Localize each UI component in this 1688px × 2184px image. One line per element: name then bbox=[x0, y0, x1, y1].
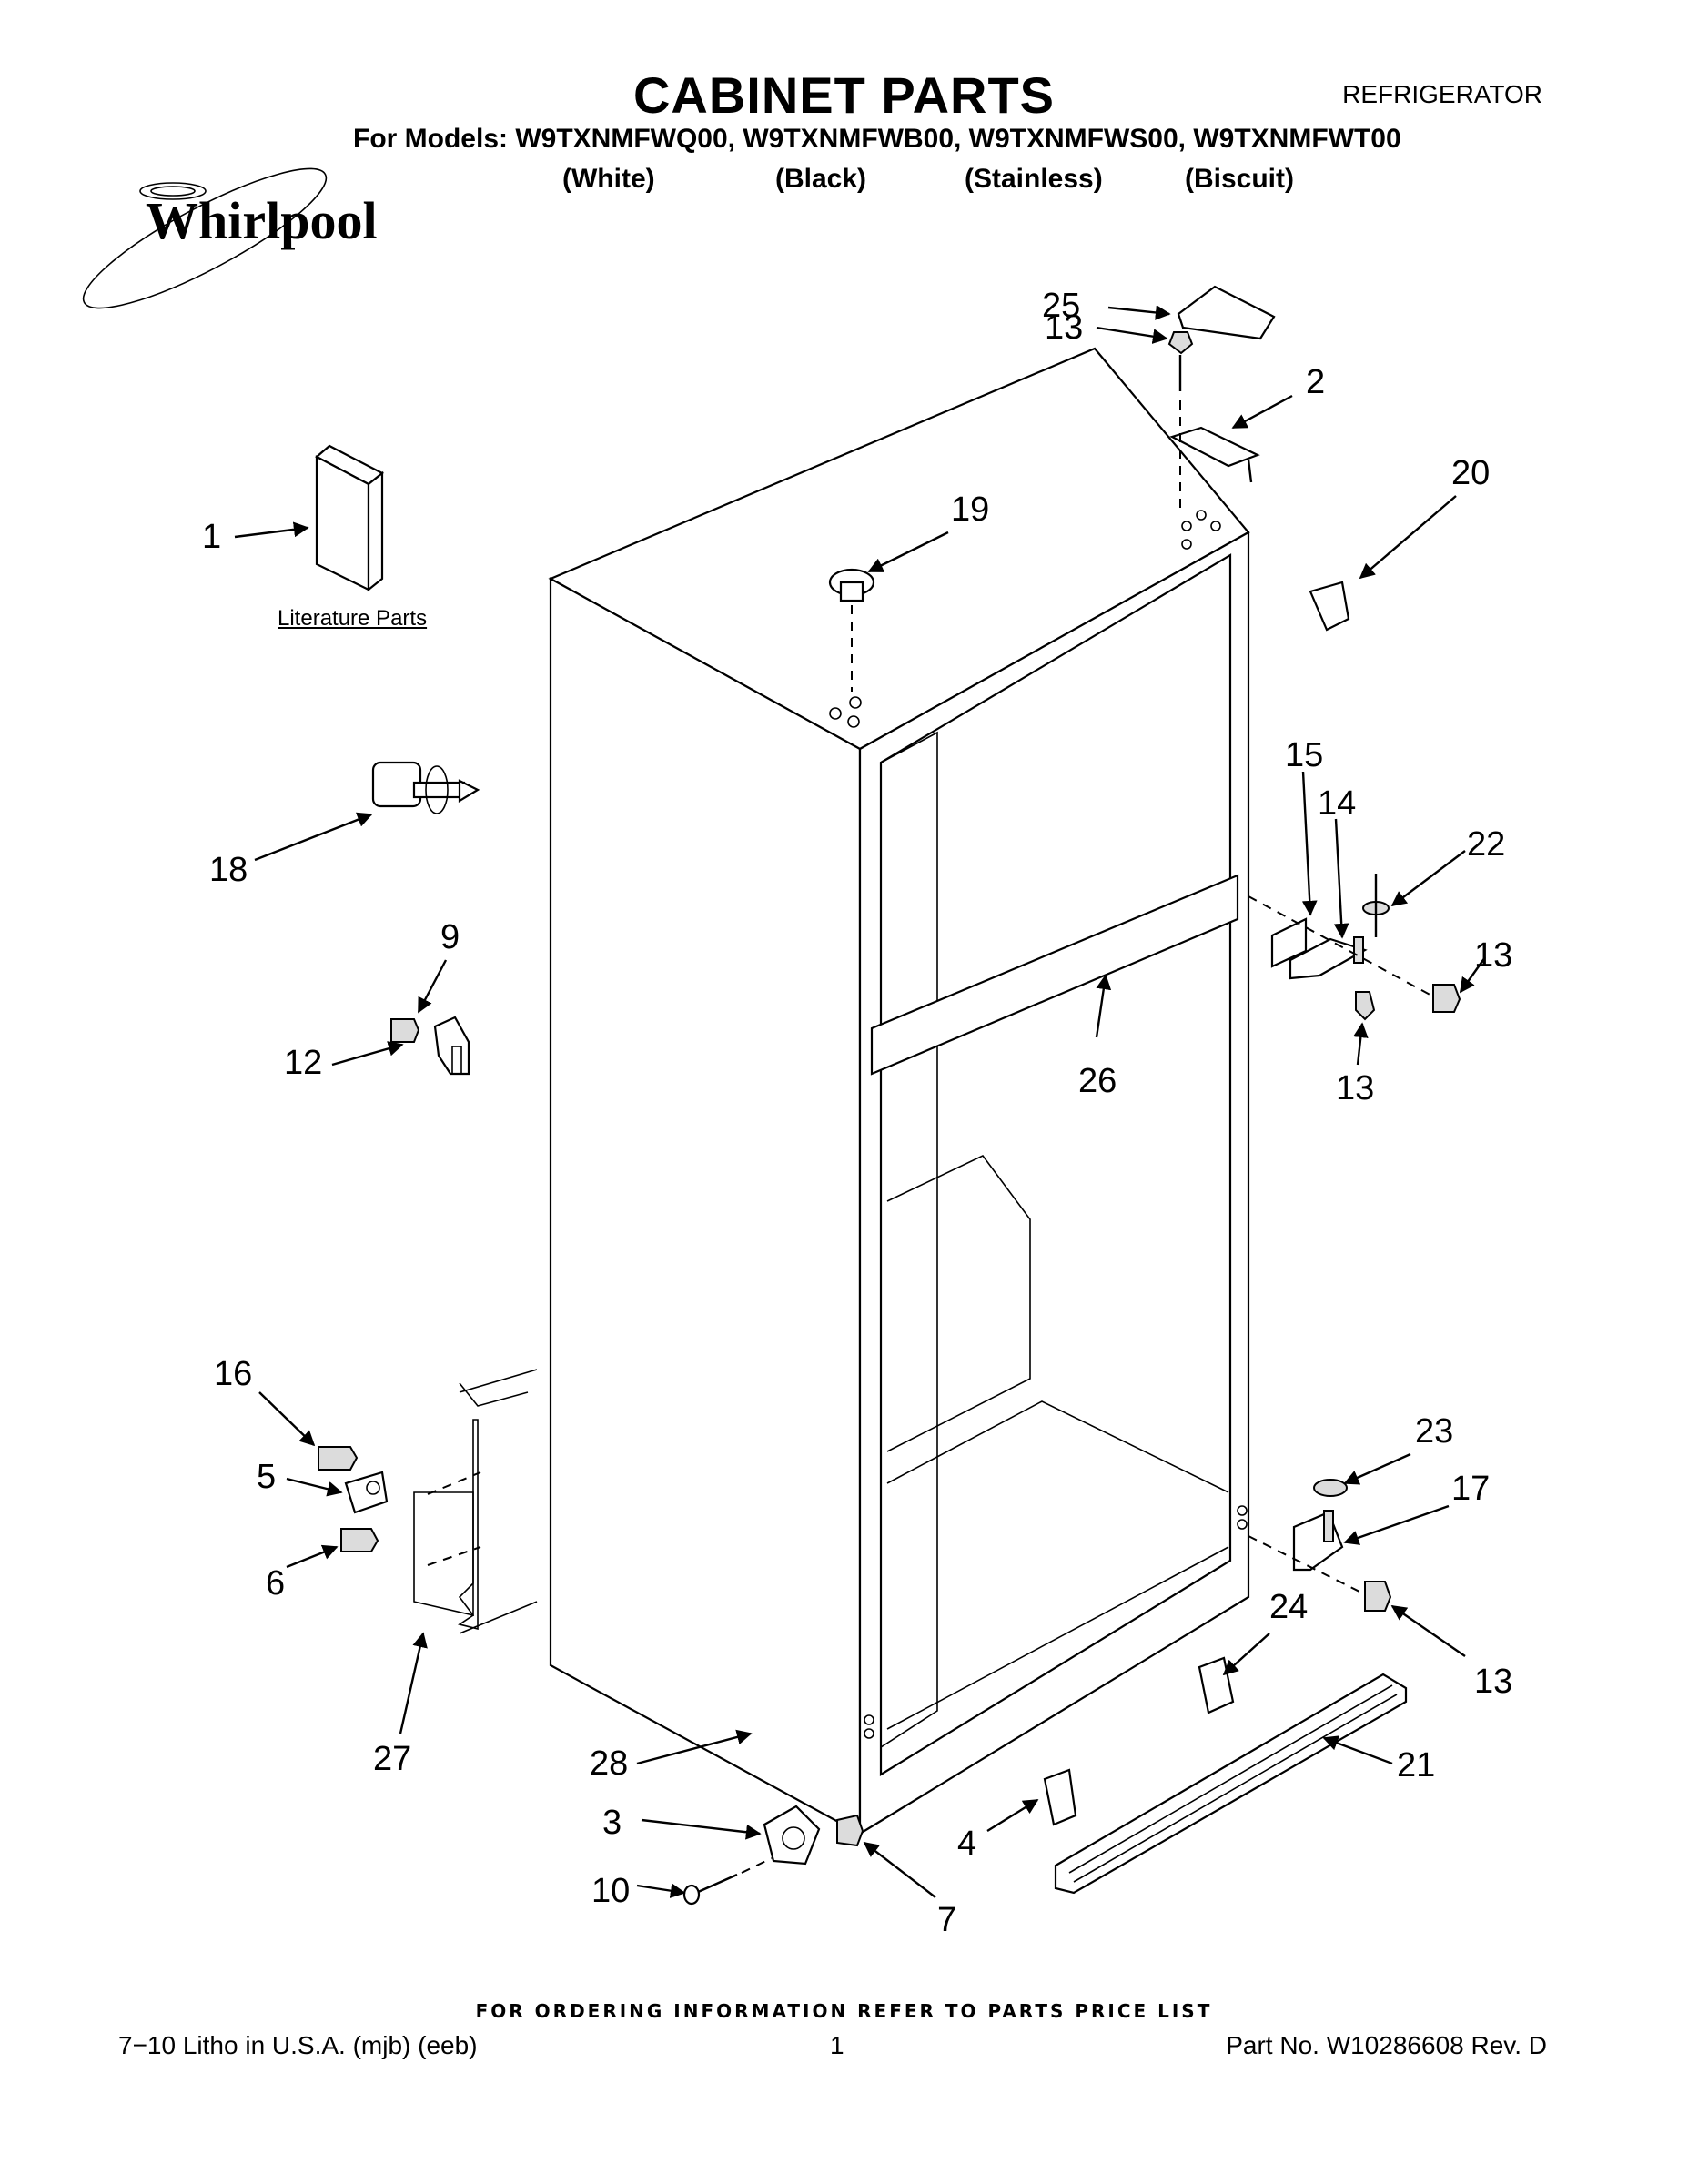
appliance-category: REFRIGERATOR bbox=[1342, 80, 1542, 108]
callout-7: 7 bbox=[937, 1901, 956, 1939]
top-plug bbox=[828, 568, 875, 602]
door-stop-18 bbox=[371, 761, 480, 814]
callout-17: 17 bbox=[1451, 1470, 1490, 1508]
callout-16: 16 bbox=[214, 1355, 252, 1393]
page-number: 1 bbox=[830, 2031, 844, 2059]
whirlpool-logo: Whirlpool bbox=[82, 167, 378, 309]
callout-13-mid-lower: 13 bbox=[1336, 1069, 1374, 1107]
models-line: For Models: W9TXNMFWQ00, W9TXNMFWB00, W9… bbox=[353, 124, 1401, 154]
callout-15: 15 bbox=[1285, 736, 1323, 774]
variant-white: (White) bbox=[562, 164, 655, 194]
callout-27: 27 bbox=[373, 1740, 411, 1778]
callout-28: 28 bbox=[590, 1744, 628, 1783]
ordering-note: FOR ORDERING INFORMATION REFER TO PARTS … bbox=[475, 2000, 1213, 2022]
literature-parts-label: Literature Parts bbox=[278, 606, 428, 631]
bottom-hinge-assembly bbox=[1292, 1479, 1392, 1612]
part-number: Part No. W10286608 Rev. D bbox=[1226, 2031, 1547, 2059]
callout-5: 5 bbox=[257, 1458, 276, 1496]
literature-parts-booklet bbox=[315, 444, 385, 592]
refrigerator-cabinet bbox=[459, 347, 1250, 1835]
variant-biscuit: (Biscuit) bbox=[1185, 164, 1294, 194]
top-hinge-cover bbox=[1177, 285, 1276, 340]
page-title: CABINET PARTS bbox=[632, 66, 1056, 124]
screw-12 bbox=[390, 1018, 420, 1043]
callout-3: 3 bbox=[602, 1804, 622, 1842]
grille-clip-24 bbox=[1198, 1656, 1235, 1714]
callout-12: 12 bbox=[284, 1044, 322, 1082]
callout-19: 19 bbox=[951, 490, 989, 529]
callout-13-mid-right: 13 bbox=[1474, 936, 1512, 975]
bracket-9 bbox=[433, 1016, 470, 1076]
callout-2: 2 bbox=[1306, 363, 1325, 401]
callout-10: 10 bbox=[591, 1872, 630, 1910]
callout-22: 22 bbox=[1467, 825, 1505, 864]
grille-clip-4 bbox=[1043, 1768, 1077, 1826]
callout-13-bottom: 13 bbox=[1474, 1663, 1512, 1701]
callout-23: 23 bbox=[1415, 1412, 1453, 1451]
callout-25: 25 bbox=[1042, 287, 1080, 325]
callout-24: 24 bbox=[1269, 1588, 1308, 1626]
callout-13-top: 13 bbox=[1045, 308, 1083, 347]
center-hinge-assembly bbox=[1270, 901, 1461, 1021]
roller-pin-10 bbox=[682, 1873, 738, 1906]
screw-13-top bbox=[1167, 331, 1194, 391]
callout-6: 6 bbox=[266, 1564, 285, 1603]
callout-numbers: 1 2 3 4 5 6 7 9 10 12 13 13 13 13 15 14 … bbox=[202, 287, 1512, 1939]
callout-18: 18 bbox=[209, 851, 248, 889]
base-grille bbox=[1054, 1673, 1408, 1895]
hinge-bracket-20 bbox=[1309, 581, 1350, 632]
callout-20: 20 bbox=[1451, 454, 1490, 492]
callout-leaders bbox=[234, 305, 1486, 1899]
logo-wordmark: Whirlpool bbox=[146, 191, 378, 250]
bracket-27 bbox=[413, 1382, 529, 1631]
variant-stainless: (Stainless) bbox=[965, 164, 1103, 194]
callout-4: 4 bbox=[957, 1825, 976, 1863]
clamp-5 bbox=[344, 1471, 389, 1514]
variant-black: (Black) bbox=[775, 164, 867, 194]
screw-16 bbox=[318, 1446, 359, 1471]
screw-7 bbox=[836, 1814, 864, 1847]
top-hinge bbox=[1169, 426, 1260, 483]
screw-6 bbox=[340, 1528, 379, 1552]
leveling-roller-3 bbox=[763, 1805, 821, 1866]
callout-26: 26 bbox=[1078, 1062, 1117, 1100]
callout-14: 14 bbox=[1318, 784, 1356, 823]
litho-info: 7−10 Litho in U.S.A. (mjb) (eeb) bbox=[118, 2031, 478, 2059]
callout-1: 1 bbox=[202, 518, 221, 556]
callout-9: 9 bbox=[440, 918, 460, 956]
callout-21: 21 bbox=[1397, 1746, 1435, 1785]
